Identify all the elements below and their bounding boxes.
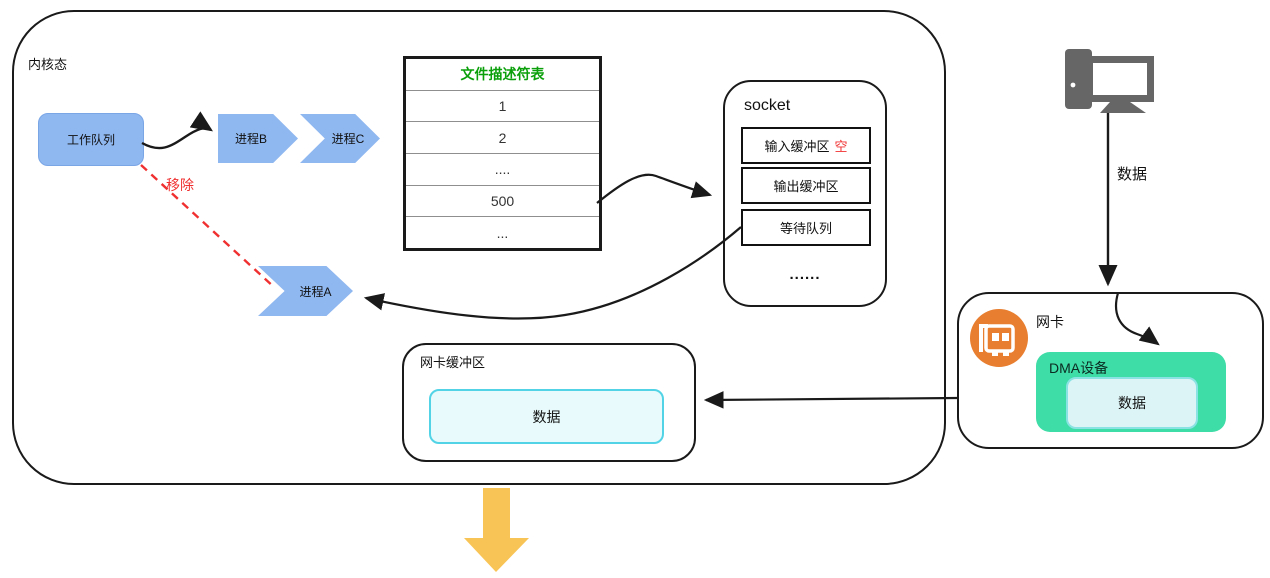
nic-title: 网卡: [1036, 314, 1064, 330]
socket-output-buffer: 输出缓冲区: [741, 167, 871, 204]
nic-buffer-title: 网卡缓冲区: [420, 355, 486, 370]
kernel-space-label: 内核态: [28, 57, 68, 72]
nic-buffer-box: 网卡缓冲区 数据: [402, 343, 696, 462]
nic-buffer-data-box: 数据: [429, 389, 664, 444]
output-buffer-label: 输出缓冲区: [773, 179, 839, 194]
input-buffer-label: 输入缓冲区: [764, 139, 830, 154]
work-queue-label: 工作队列: [66, 133, 115, 147]
dma-data-label: 数据: [1118, 395, 1146, 411]
nic-buffer-data-label: 数据: [532, 408, 561, 425]
nic-card-icon: [970, 309, 1028, 367]
fd-table-row: 500: [406, 184, 599, 217]
dma-device-box: DMA设备 数据: [1036, 352, 1226, 432]
down-arrow-icon: [464, 488, 529, 572]
fd-table-row: ....: [406, 153, 599, 185]
computer-icon: [1060, 44, 1160, 116]
host-data-flow-label: 数据: [1117, 166, 1148, 183]
socket-wait-queue: 等待队列: [741, 209, 871, 246]
dma-data-box: 数据: [1066, 377, 1198, 429]
socket-ellipsis: ......: [789, 266, 821, 283]
socket-input-buffer: 输入缓冲区 空: [741, 127, 871, 164]
socket-title: socket: [744, 97, 791, 114]
work-queue-box: 工作队列: [38, 113, 144, 166]
fd-table-row: 2: [406, 121, 599, 153]
file-descriptor-table: 文件描述符表 1 2 .... 500 ...: [403, 56, 602, 251]
remove-annotation: 移除: [166, 177, 194, 193]
nic-box: 网卡 DMA设备 数据: [957, 292, 1264, 449]
process-c-label: 进程C: [331, 132, 365, 146]
wait-queue-label: 等待队列: [779, 221, 832, 236]
socket-box: socket 输入缓冲区 空 输出缓冲区 等待队列 ......: [723, 80, 887, 307]
fd-table-title: 文件描述符表: [460, 66, 545, 83]
process-a-label: 进程A: [299, 284, 332, 299]
fd-table-row: ...: [406, 216, 599, 248]
dma-device-title: DMA设备: [1049, 360, 1109, 376]
fd-table-row: 1: [406, 89, 599, 122]
input-buffer-empty-badge: 空: [834, 139, 848, 154]
process-b-label: 进程B: [234, 132, 267, 146]
